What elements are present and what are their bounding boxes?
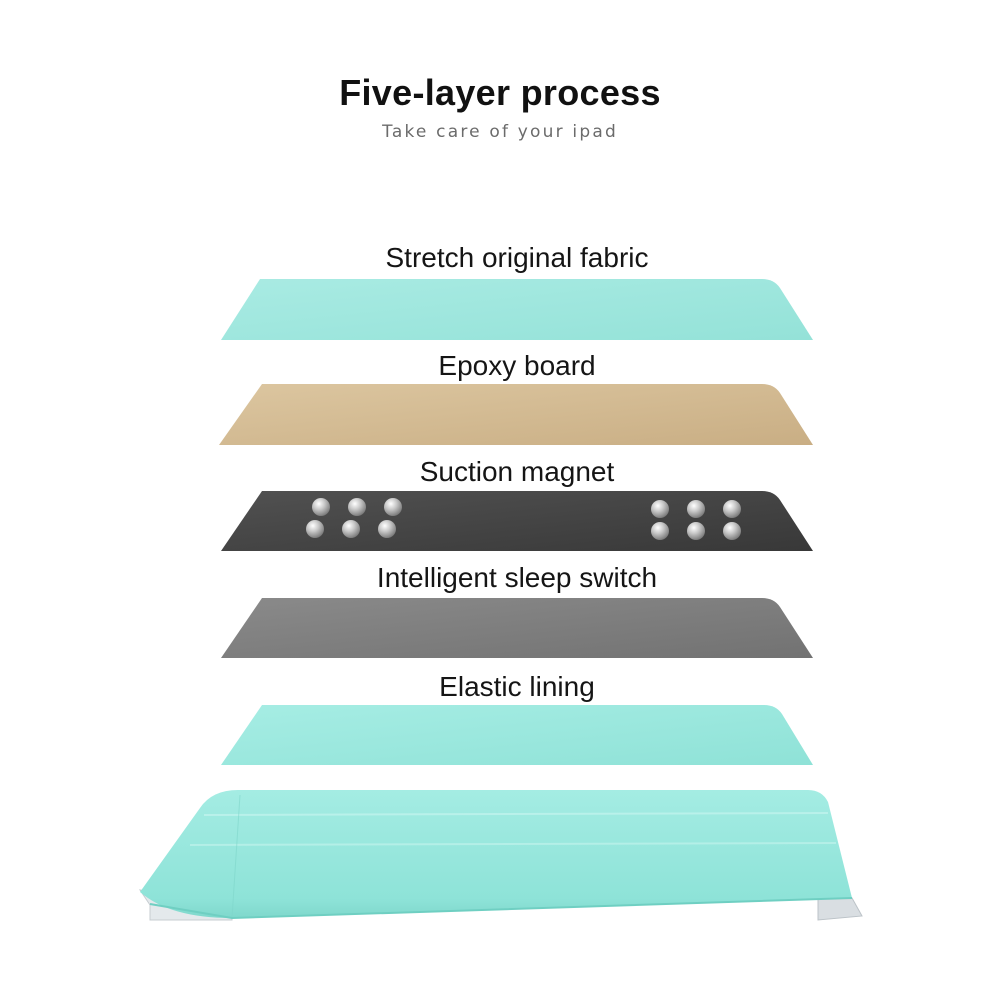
case-fold-line: [203, 812, 829, 816]
magnet-dot: [312, 498, 330, 516]
magnet-dot: [342, 520, 360, 538]
layer-epoxy-sheet: [219, 384, 813, 445]
case-fold-line: [231, 794, 241, 919]
magnet-dots: [306, 498, 741, 540]
magnet-dot: [687, 500, 705, 518]
magnet-dot: [384, 498, 402, 516]
layer-fabric-sheet: [221, 279, 813, 340]
page-title: Five-layer process: [339, 72, 661, 113]
page-subtitle: Take care of your ipad: [382, 122, 618, 142]
case-cover: [140, 790, 852, 918]
layer-label-epoxy: Epoxy board: [438, 350, 596, 381]
magnet-dot: [723, 500, 741, 518]
layer-lining-sheet: [221, 705, 813, 765]
case-bottom-edge: [149, 897, 853, 920]
layer-sleep-switch-sheet: [221, 598, 813, 658]
layer-magnet-sheet: [221, 491, 813, 551]
magnet-dot: [687, 522, 705, 540]
case-clear-shell-right: [817, 897, 863, 921]
layer-label-lining: Elastic lining: [439, 671, 595, 702]
magnet-dot: [723, 522, 741, 540]
magnet-dot: [378, 520, 396, 538]
magnet-dot: [306, 520, 324, 538]
ipad-case-illustration: [138, 790, 863, 921]
layer-label-fabric: Stretch original fabric: [385, 242, 649, 273]
magnet-dot: [348, 498, 366, 516]
layer-label-sleep-switch: Intelligent sleep switch: [376, 562, 658, 593]
layer-label-magnet: Suction magnet: [419, 456, 615, 487]
magnet-dot: [651, 500, 669, 518]
case-fold-line: [189, 842, 837, 846]
magnet-dot: [651, 522, 669, 540]
